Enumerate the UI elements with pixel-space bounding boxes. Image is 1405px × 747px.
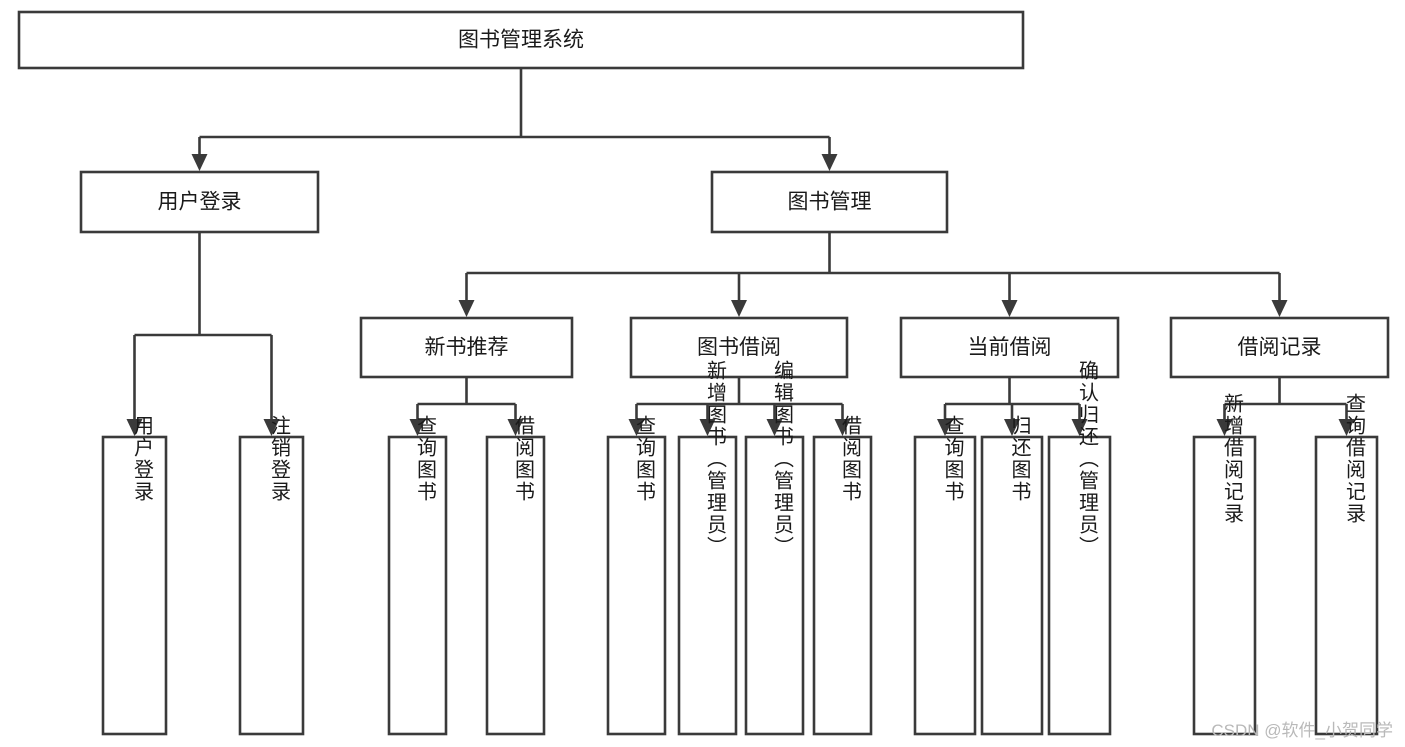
node-label: 图书管理 <box>788 191 872 214</box>
node-label: 当前借阅 <box>968 336 1052 359</box>
node-box <box>913 435 977 736</box>
node-label: 借阅图书 <box>839 415 862 503</box>
node-box <box>1169 316 1390 379</box>
node-root[interactable]: 图书管理系统 <box>17 10 1025 70</box>
arrow-head-icon <box>821 154 838 171</box>
node-label: 用户登录 <box>158 191 242 214</box>
arrow-head-icon <box>1271 300 1288 317</box>
node-box <box>1192 435 1257 736</box>
node-label: 借阅记录 <box>1238 336 1322 359</box>
node-box <box>1047 435 1112 736</box>
arrow-head-icon <box>409 419 426 436</box>
node-box <box>387 435 448 736</box>
node-box <box>677 435 738 736</box>
node-box <box>238 435 305 736</box>
node-l-bb-add[interactable]: 新增图书（管理员） <box>677 360 738 736</box>
node-l-cb-confirm[interactable]: 确认归还（管理员） <box>1047 360 1112 736</box>
node-label: 用户登录 <box>131 415 154 503</box>
node-n-book-mgmt[interactable]: 图书管理 <box>710 170 949 234</box>
node-n-new-book-rec[interactable]: 新书推荐 <box>359 316 574 379</box>
node-layer: 图书管理系统用户登录图书管理新书推荐图书借阅当前借阅借阅记录用户登录注销登录查询… <box>17 10 1390 736</box>
node-box <box>629 316 849 379</box>
node-label: 确认归还（管理员） <box>1076 360 1099 558</box>
arrow-head-icon <box>458 300 475 317</box>
node-box <box>710 170 949 234</box>
node-box <box>485 435 546 736</box>
node-n-current-borrow[interactable]: 当前借阅 <box>899 316 1120 379</box>
arrow-head-icon <box>1071 419 1088 436</box>
node-l-bb-edit[interactable]: 编辑图书（管理员） <box>744 360 805 736</box>
arrow-head-icon <box>834 419 851 436</box>
node-box <box>1314 435 1379 736</box>
node-box <box>899 316 1120 379</box>
node-n-borrow-record[interactable]: 借阅记录 <box>1169 316 1390 379</box>
node-label: 图书借阅 <box>697 336 781 359</box>
node-l-user-login[interactable]: 用户登录 <box>101 415 168 736</box>
node-label: 图书管理系统 <box>458 29 584 52</box>
connector-layer <box>126 68 1355 436</box>
arrow-head-icon <box>507 419 524 436</box>
node-label: 新增图书（管理员） <box>704 360 727 558</box>
node-n-book-borrow[interactable]: 图书借阅 <box>629 316 849 379</box>
node-l-rec-query[interactable]: 查询图书 <box>387 415 448 736</box>
node-l-bb-borrow[interactable]: 借阅图书 <box>812 415 873 736</box>
node-label: 借阅图书 <box>512 415 535 503</box>
arrow-head-icon <box>1338 419 1355 436</box>
arrow-head-icon <box>766 419 783 436</box>
node-label: 注销登录 <box>268 415 291 503</box>
node-l-br-query[interactable]: 查询借阅记录 <box>1314 393 1379 736</box>
arrow-head-icon <box>1004 419 1020 436</box>
node-label: 查询图书 <box>633 415 656 503</box>
node-label: 查询借阅记录 <box>1343 393 1366 525</box>
arrow-head-icon <box>628 419 645 436</box>
node-box <box>980 435 1044 736</box>
arrow-head-icon <box>937 419 953 436</box>
node-box <box>79 170 320 234</box>
node-l-user-logout[interactable]: 注销登录 <box>238 415 305 736</box>
node-label: 查询图书 <box>941 415 964 503</box>
arrow-head-icon <box>191 154 208 171</box>
arrow-head-icon <box>126 419 143 436</box>
node-label: 查询图书 <box>414 415 437 503</box>
node-label: 新增借阅记录 <box>1221 393 1244 525</box>
node-label: 归还图书 <box>1008 415 1031 503</box>
node-l-bb-query[interactable]: 查询图书 <box>606 415 667 736</box>
node-l-cb-query[interactable]: 查询图书 <box>913 415 977 736</box>
node-l-cb-return[interactable]: 归还图书 <box>980 415 1044 736</box>
arrow-head-icon <box>699 419 716 436</box>
node-box <box>101 435 168 736</box>
node-l-br-add[interactable]: 新增借阅记录 <box>1192 393 1257 736</box>
arrow-head-icon <box>731 300 747 317</box>
node-label: 编辑图书（管理员） <box>771 360 794 558</box>
node-l-rec-borrow[interactable]: 借阅图书 <box>485 415 546 736</box>
node-n-user-login[interactable]: 用户登录 <box>79 170 320 234</box>
node-box <box>744 435 805 736</box>
arrow-head-icon <box>263 419 280 436</box>
node-box <box>359 316 574 379</box>
node-box <box>17 10 1025 70</box>
arrow-head-icon <box>1001 300 1018 317</box>
node-label: 新书推荐 <box>425 336 509 359</box>
arrow-head-icon <box>1216 419 1233 436</box>
node-box <box>606 435 667 736</box>
node-box <box>812 435 873 736</box>
